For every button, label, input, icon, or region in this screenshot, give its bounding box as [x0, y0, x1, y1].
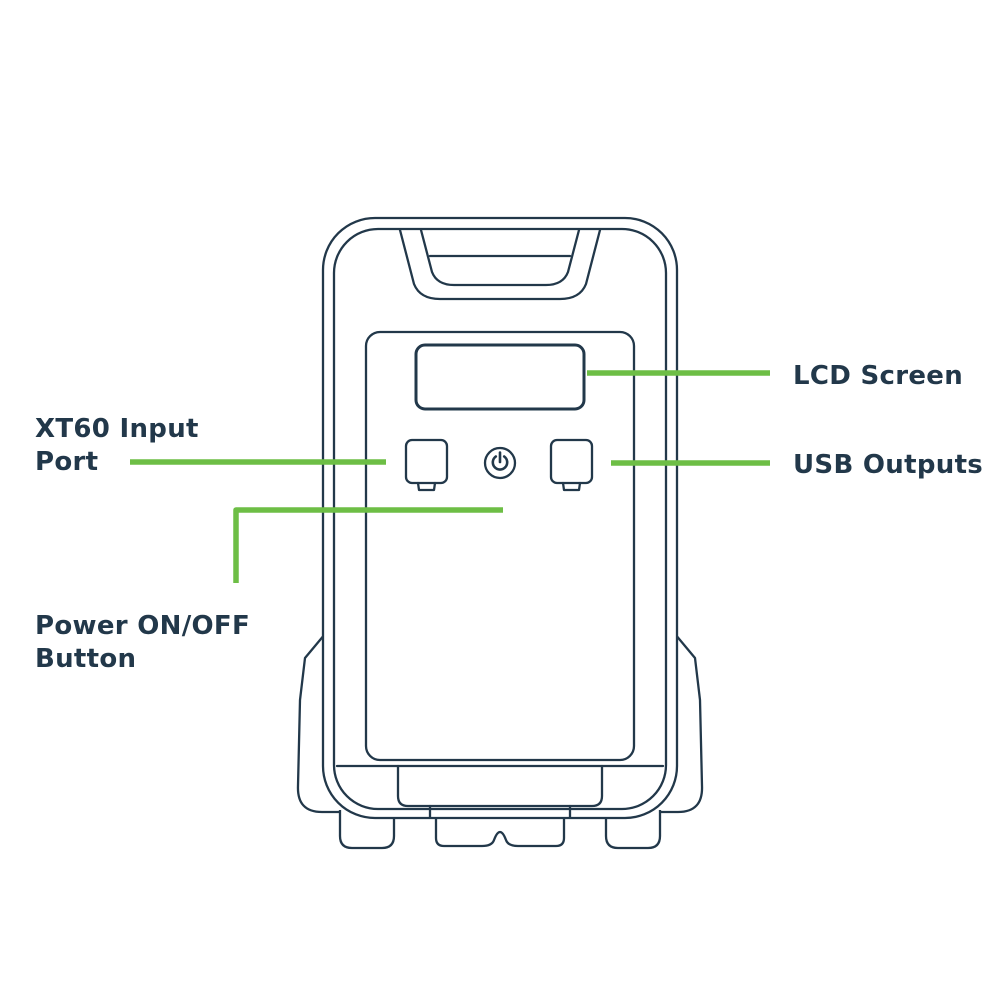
power-button [483, 446, 517, 480]
device-body-inner [332, 227, 668, 811]
right-foot [604, 810, 662, 850]
power-callout-line [233, 507, 503, 583]
lcd-screen-label: LCD Screen [793, 361, 964, 391]
carry-handle [398, 228, 602, 301]
usb-port [549, 438, 594, 492]
bottom-vent [335, 764, 665, 819]
xt60-port [404, 438, 449, 492]
power-button-label: Power ON/OFF Button [35, 611, 251, 674]
front-panel [364, 330, 636, 762]
lcd-screen [414, 343, 586, 411]
power-icon [491, 451, 509, 471]
xt60-input-label: XT60 Input Port [35, 414, 199, 477]
left-foot [338, 810, 396, 850]
usb-outputs-label: USB Outputs [793, 450, 984, 480]
device-body [321, 216, 679, 820]
callout-lines [130, 370, 770, 583]
